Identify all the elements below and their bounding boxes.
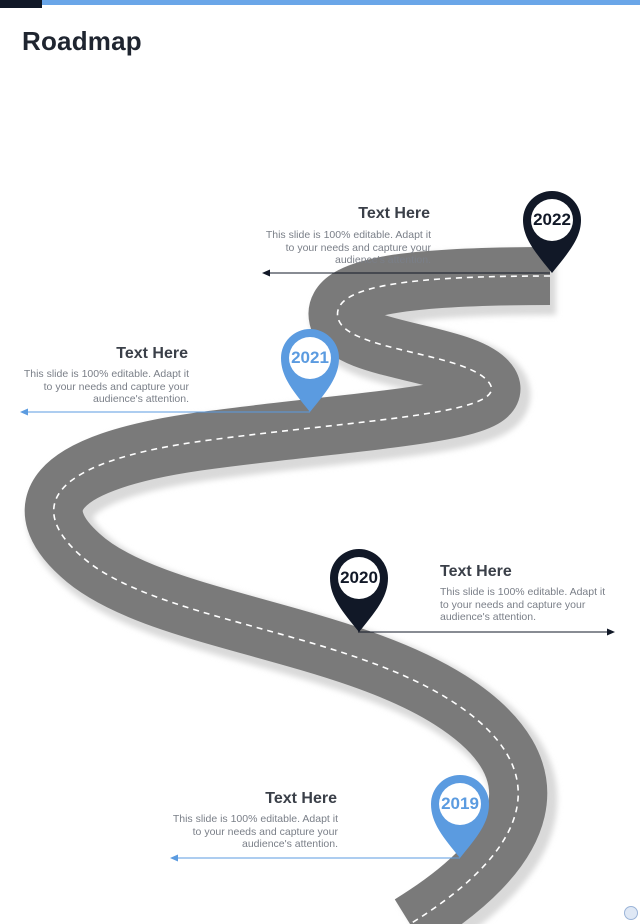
milestone-desc-2021: This slide is 100% editable. Adapt it to… — [23, 368, 189, 405]
pin-year-2021: 2021 — [291, 348, 329, 367]
location-pin-icon-2021 — [281, 329, 339, 412]
top-accent-mark — [0, 0, 42, 8]
milestone-desc-2022: This slide is 100% editable. Adapt it to… — [265, 229, 431, 266]
arrow-line-2020 — [358, 628, 615, 636]
milestone-title-2021: Text Here — [116, 345, 188, 362]
milestone-title-2022: Text Here — [358, 205, 430, 222]
arrow-line-2022 — [262, 269, 550, 277]
pin-year-2022: 2022 — [533, 210, 571, 229]
top-accent-bar — [0, 0, 640, 5]
page-indicator-dot — [624, 906, 638, 920]
road-center-line — [53, 275, 551, 924]
milestone-desc-2019: This slide is 100% editable. Adapt it to… — [172, 813, 338, 850]
arrow-line-2019 — [170, 854, 460, 862]
milestone-title-2019: Text Here — [265, 790, 337, 807]
pin-year-2020: 2020 — [340, 568, 378, 587]
pin-year-2019: 2019 — [441, 794, 479, 813]
milestone-desc-2020: This slide is 100% editable. Adapt it to… — [440, 586, 606, 623]
page-title: Roadmap — [22, 26, 142, 56]
location-pin-icon-2020 — [330, 549, 388, 632]
location-pin-icon-2022 — [523, 191, 581, 273]
location-pin-icon-2019 — [430, 774, 489, 858]
arrow-line-2021 — [20, 408, 310, 416]
milestone-title-2020: Text Here — [440, 563, 512, 580]
